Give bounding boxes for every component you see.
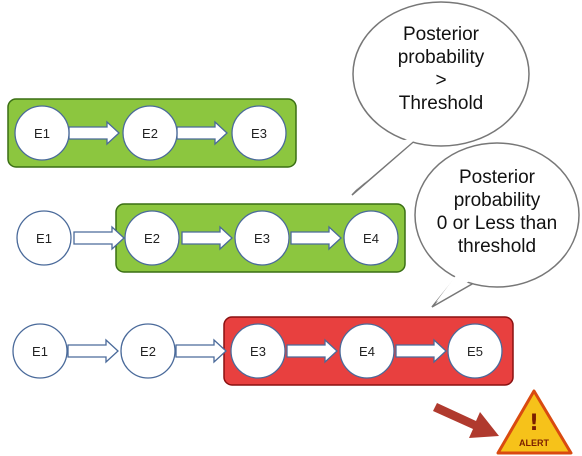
event-node-label: E1 [36, 231, 52, 246]
event-node: E3 [234, 210, 290, 266]
event-node: E2 [124, 210, 180, 266]
bubble-upper-line-1: Posterior [403, 24, 480, 45]
event-node: E1 [14, 105, 70, 161]
event-node: E1 [12, 323, 68, 379]
alert-label: ALERT [519, 438, 549, 448]
alert-arrow [433, 403, 499, 438]
event-node-label: E1 [32, 344, 48, 359]
speech-bubble-upper: Posterior probability > Threshold [351, 1, 530, 196]
sequence-row-1: E1 E2 E3 [7, 98, 297, 168]
warning-triangle-icon: ! ALERT [496, 389, 573, 455]
event-node-label: E3 [251, 126, 267, 141]
event-node: E3 [231, 105, 287, 161]
bubble-upper-line-4: Threshold [399, 93, 484, 114]
speech-bubble-lower: Posterior probability 0 or Less than thr… [414, 142, 580, 308]
event-node-label: E3 [254, 231, 270, 246]
event-node-label: E2 [144, 231, 160, 246]
event-node-label: E4 [359, 344, 375, 359]
arrow-e2-to-e3 [175, 338, 227, 364]
arrow-e1-to-e2 [67, 338, 119, 364]
arrow-e4-to-e5 [395, 338, 447, 364]
arrow-e3-to-e4 [290, 225, 342, 251]
bubble-lower-line-4: threshold [458, 236, 536, 257]
event-node-label: E2 [142, 126, 158, 141]
arrow-e3-to-e4 [286, 338, 338, 364]
event-node: E4 [343, 210, 399, 266]
arrow-e1-to-e2 [73, 225, 125, 251]
bubble-lower-line-1: Posterior [459, 167, 536, 188]
event-node: E2 [122, 105, 178, 161]
bubble-upper-line-2: probability [398, 47, 485, 68]
alert-exclamation: ! [529, 411, 539, 436]
event-node-label: E4 [363, 231, 379, 246]
arrow-e1-to-e2 [68, 120, 120, 146]
bubble-upper-line-3: > [435, 70, 446, 91]
bubble-lower-line-3: 0 or Less than [437, 213, 557, 234]
event-node: E5 [447, 323, 503, 379]
event-node: E2 [120, 323, 176, 379]
event-node-label: E2 [140, 344, 156, 359]
bubble-lower-line-2: probability [454, 190, 541, 211]
arrow-e2-to-e3 [181, 225, 233, 251]
event-node: E4 [339, 323, 395, 379]
arrow-e2-to-e3 [176, 120, 228, 146]
sequence-row-3: E1 E2 E3 E4 E5 [12, 316, 514, 386]
event-node-label: E3 [250, 344, 266, 359]
event-node-label: E1 [34, 126, 50, 141]
event-node-label: E5 [467, 344, 483, 359]
event-node: E1 [16, 210, 72, 266]
event-node: E3 [230, 323, 286, 379]
sequence-row-2: E1 E2 E3 E4 [16, 203, 406, 273]
